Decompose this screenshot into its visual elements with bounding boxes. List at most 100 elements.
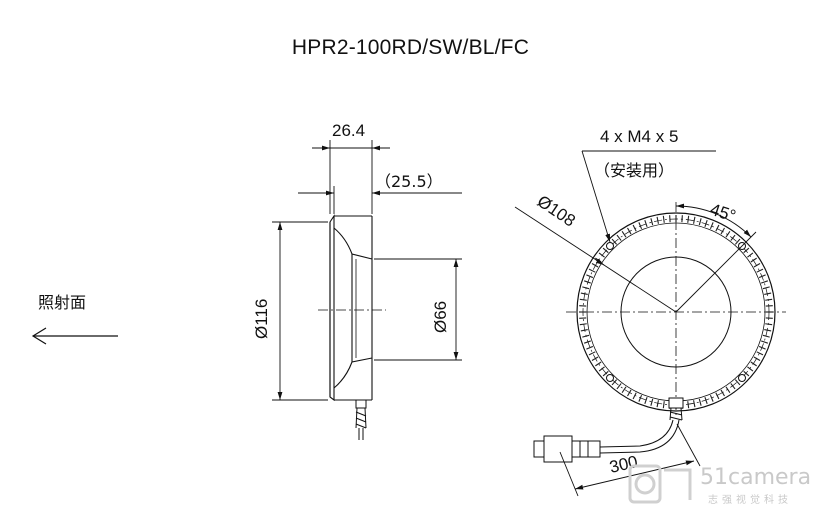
led-tick [656, 400, 659, 408]
led-tick [602, 370, 609, 377]
dim-outer-diameter [272, 221, 328, 401]
led-tick [583, 280, 591, 284]
inner-diameter-label: Ø66 [431, 301, 450, 333]
led-tick [761, 280, 769, 284]
pcd-label: Ø108 [534, 192, 579, 231]
watermark: 51camera 志强视觉科技 [628, 464, 811, 506]
dim-angle [675, 203, 757, 313]
watermark-logo [628, 464, 692, 504]
led-tick [730, 383, 736, 390]
led-tick [586, 274, 594, 279]
led-tick [598, 366, 605, 372]
led-tick [720, 389, 725, 397]
led-tick [747, 366, 754, 372]
inner-width-label: （25.5） [375, 172, 443, 191]
led-tick [753, 356, 761, 361]
led-tick [756, 351, 764, 356]
direction-arrow [31, 327, 118, 345]
dim-inner-width [298, 186, 462, 214]
led-tick [761, 340, 769, 344]
led-tick [644, 397, 648, 405]
drawing-title: HPR2-100RD/SW/BL/FC [291, 36, 530, 59]
watermark-brand: 51camera [700, 465, 811, 490]
led-tick [725, 386, 731, 393]
led-tick [743, 370, 750, 377]
led-tick [687, 215, 690, 223]
led-tick [632, 224, 637, 232]
led-tick [583, 340, 591, 344]
led-tick [580, 329, 588, 332]
angle-label: 45° [708, 200, 738, 226]
led-tick [698, 218, 702, 226]
led-tick [734, 238, 741, 245]
screw-note: （安装用） [594, 161, 674, 180]
led-tick [693, 216, 696, 224]
led-tick [602, 247, 609, 254]
watermark-tagline: 志强视觉科技 [708, 493, 792, 506]
led-tick [709, 222, 714, 230]
dim-pcd [514, 206, 677, 313]
width-label: 26.4 [332, 121, 365, 140]
led-tick [586, 345, 594, 350]
cable-length-label: 300 [608, 452, 640, 477]
led-tick [638, 394, 643, 402]
led-tick [687, 401, 690, 409]
led-tick [595, 361, 602, 367]
led-tick [621, 231, 627, 238]
led-tick [579, 323, 587, 326]
led-tick [764, 292, 772, 295]
led-tick [588, 351, 596, 356]
led-tick [582, 286, 590, 290]
led-tick [656, 216, 659, 224]
led-tick [758, 345, 766, 350]
led-tick [638, 222, 643, 230]
led-tick [715, 224, 720, 232]
led-tick [753, 263, 761, 268]
led-tick [591, 356, 599, 361]
direction-label: 照射面 [38, 293, 86, 312]
led-tick [765, 298, 773, 301]
led-tick [632, 392, 637, 400]
led-tick [747, 252, 754, 258]
led-tick [698, 398, 702, 406]
dim-inner-diameter [374, 258, 462, 361]
led-tick [611, 379, 618, 386]
side-view [329, 214, 373, 402]
led-tick [715, 392, 720, 400]
led-tick [598, 252, 605, 258]
led-tick [762, 334, 770, 338]
led-tick [579, 298, 587, 301]
led-tick [627, 227, 632, 235]
led-tick [693, 400, 696, 408]
led-tick [765, 323, 773, 326]
led-tick [756, 268, 764, 273]
led-tick [616, 234, 622, 241]
screw-callout [581, 150, 716, 243]
led-tick [621, 386, 627, 393]
cable-gland-side [355, 399, 367, 440]
led-tick [662, 215, 665, 223]
led-tick [616, 383, 622, 390]
outer-diameter-label: Ø116 [252, 299, 271, 339]
led-tick [650, 218, 654, 226]
led-tick [662, 401, 665, 409]
dim-cable-length [559, 423, 701, 497]
led-tick [750, 361, 757, 367]
dim-width [312, 140, 390, 214]
led-tick [758, 274, 766, 279]
led-tick [644, 219, 648, 227]
led-tick [580, 292, 588, 295]
cable-assembly [533, 397, 684, 463]
led-tick [734, 379, 741, 386]
led-tick [611, 238, 618, 245]
led-tick [750, 257, 757, 263]
led-tick [582, 334, 590, 338]
led-tick [650, 398, 654, 406]
led-tick [704, 397, 708, 405]
led-tick [588, 268, 596, 273]
screw-label: 4 x M4 x 5 [600, 127, 678, 146]
led-tick [591, 263, 599, 268]
led-tick [743, 247, 750, 254]
led-tick [762, 286, 770, 290]
